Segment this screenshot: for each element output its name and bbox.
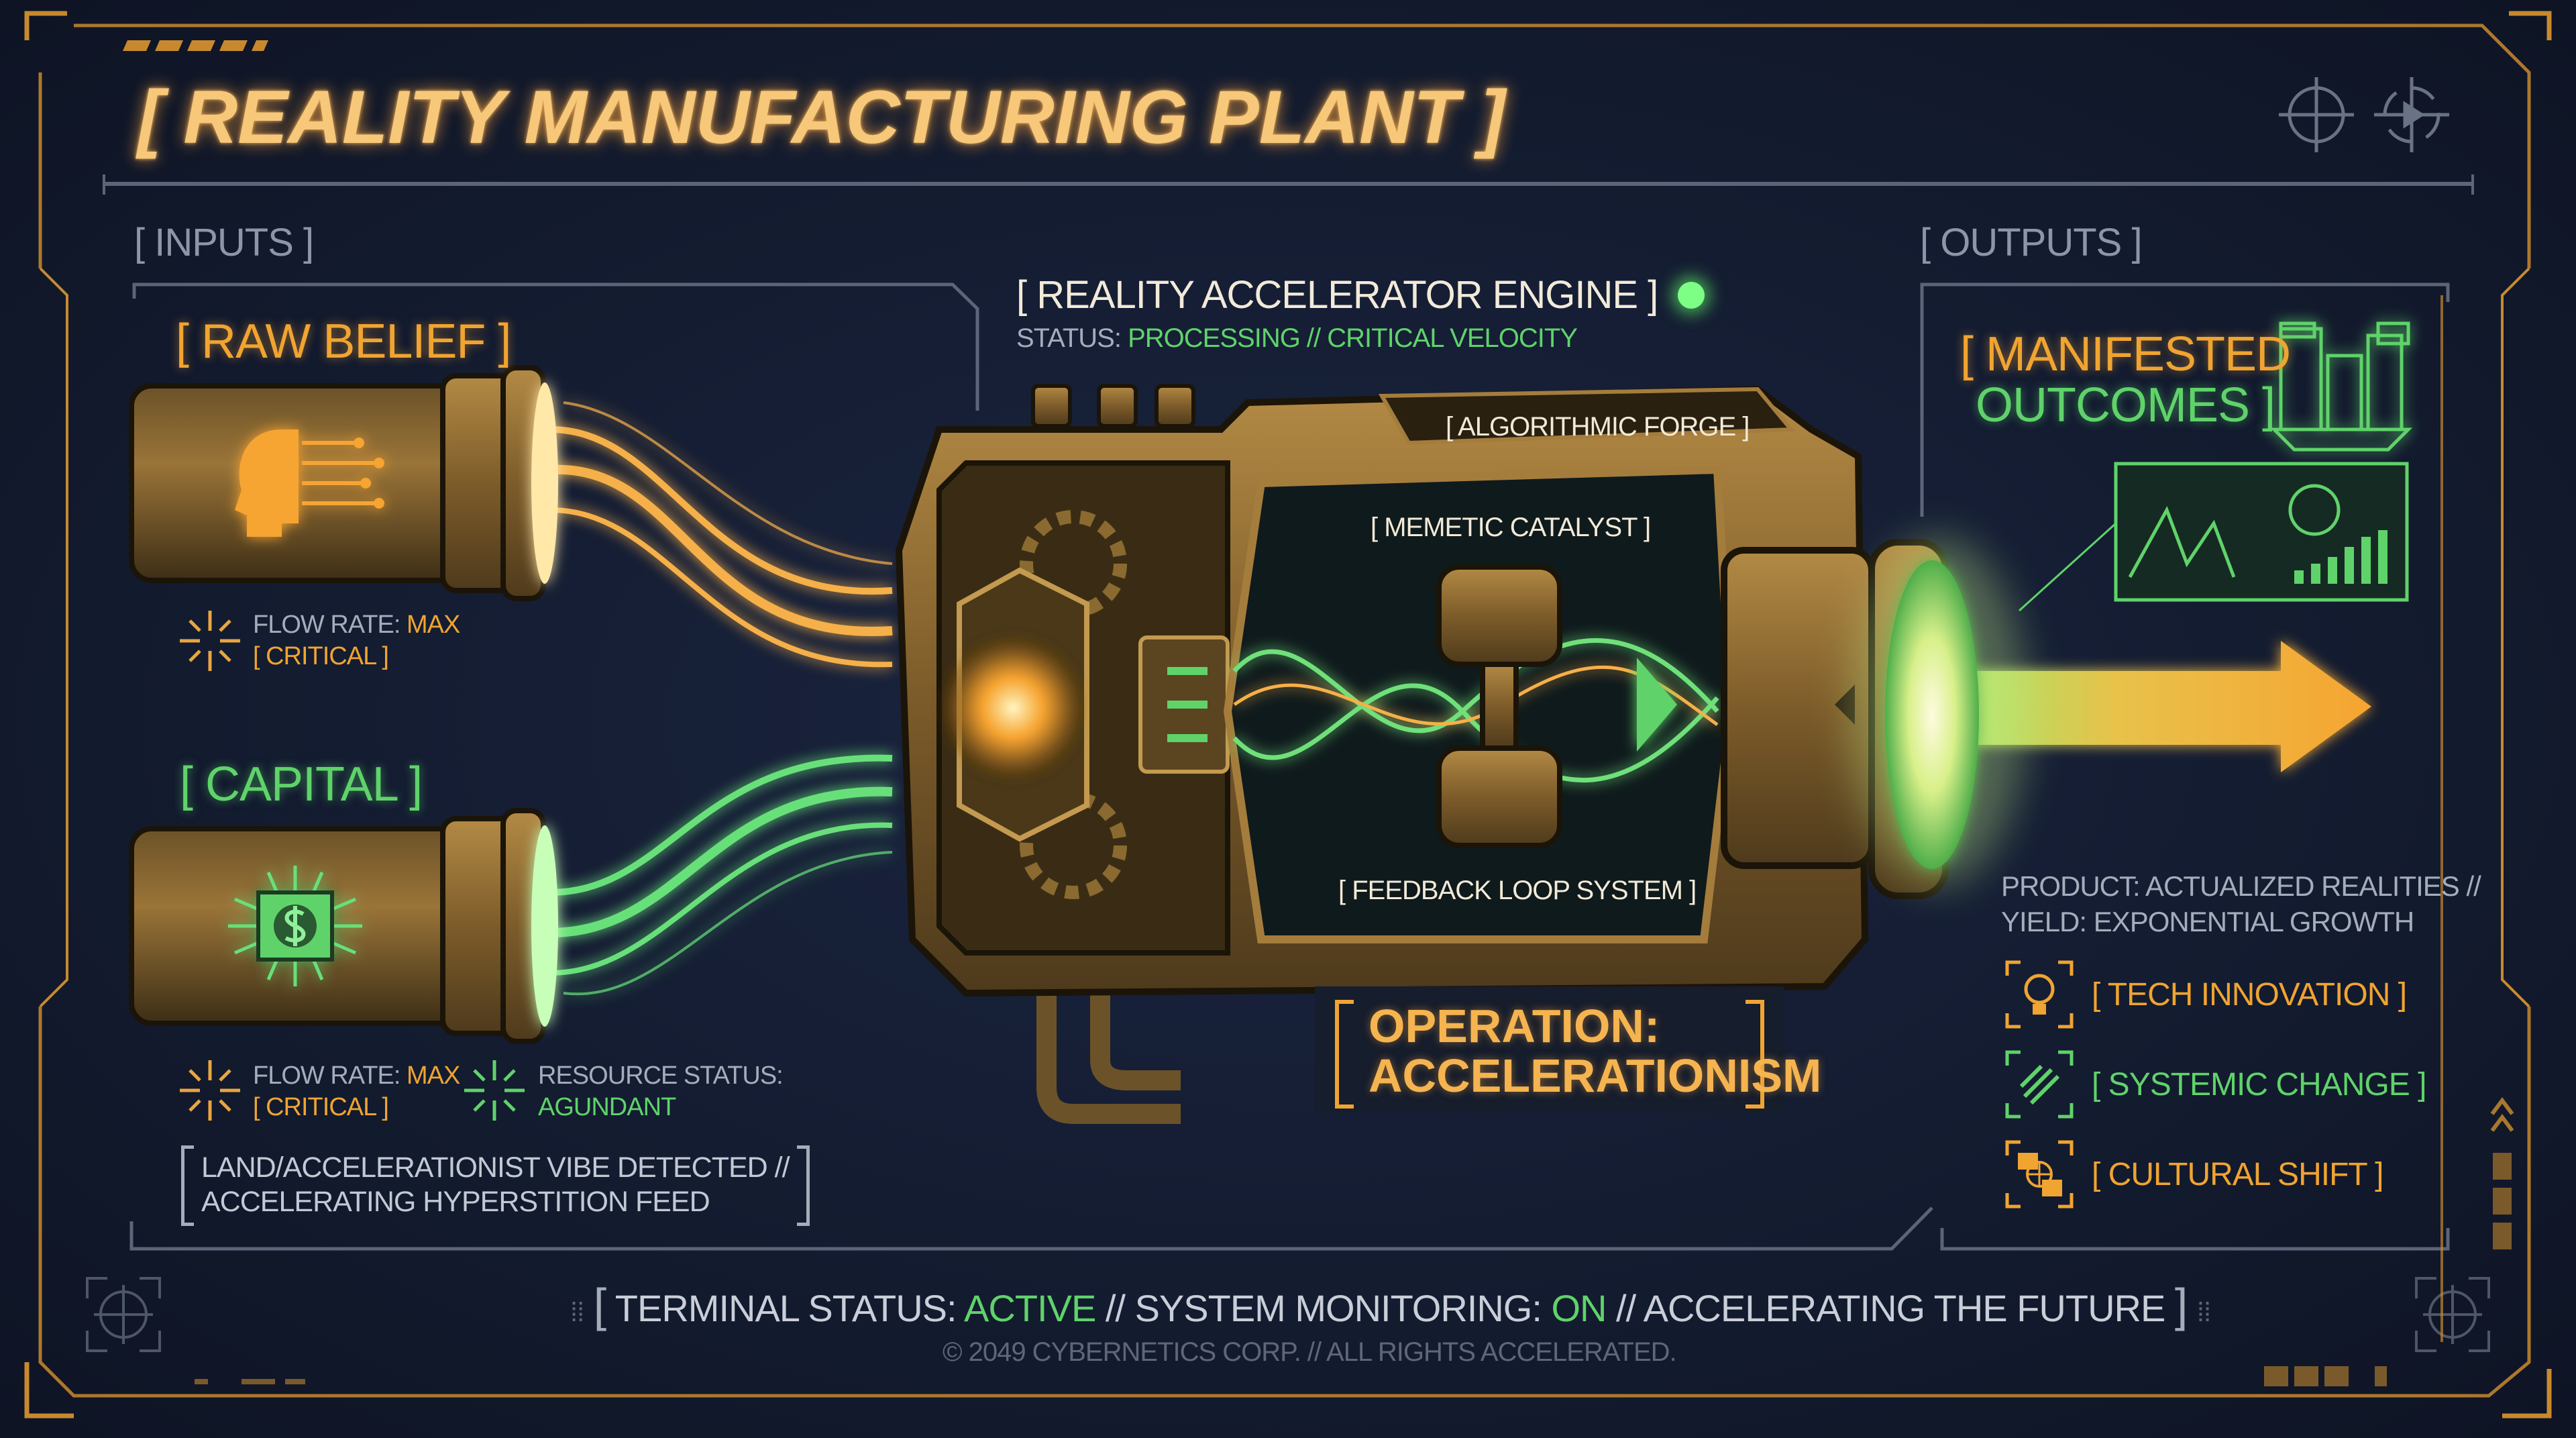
engine-core <box>939 634 1087 782</box>
side-indicators <box>195 1097 2514 1386</box>
engine-status-value: PROCESSING // CRITICAL VELOCITY <box>1128 323 1578 353</box>
resource-status: RESOURCE STATUS: AGUNDANT <box>538 1060 784 1123</box>
product-line2: YIELD: EXPONENTIAL GROWTH <box>2001 906 2414 937</box>
city-icon <box>2269 321 2413 452</box>
operation-line1: OPERATION: <box>1368 1000 1660 1052</box>
engine-bottom-pipes <box>1036 980 1181 1124</box>
output-item-cultural-shift: [ CULTURAL SHIFT ] <box>2004 1139 2384 1209</box>
capital-title: [ CAPITAL ] <box>180 758 423 811</box>
inputs-section-label: [ INPUTS ] <box>134 221 314 264</box>
bottom-right-crosshair-icon <box>2415 1277 2490 1352</box>
resource-status-label: RESOURCE STATUS: <box>538 1062 784 1090</box>
dots-left-icon: ⁞⁞ <box>570 1298 584 1327</box>
engine-cylinders <box>1436 564 1562 848</box>
flow-status: [ CRITICAL ] <box>253 642 389 670</box>
flow-rate-value: MAX <box>406 611 460 639</box>
terminal-status-bar: ⁞⁞ [ TERMINAL STATUS: ACTIVE // SYSTEM M… <box>570 1278 2211 1332</box>
dashboard-screen <box>2018 462 2409 612</box>
engine-knobs <box>1031 384 1195 428</box>
raw-belief-pipe <box>129 365 558 601</box>
outcomes-title-line2: OUTCOMES ] <box>1976 378 2275 432</box>
operation-line2: ACCELERATIONISM <box>1368 1049 1822 1102</box>
vibe-note-line2: ACCELERATING HYPERSTITION FEED <box>201 1186 710 1218</box>
flow-status: [ CRITICAL ] <box>253 1093 389 1121</box>
bracket-right: ] <box>2174 1279 2188 1331</box>
separator: // <box>1105 1287 1126 1329</box>
raw-belief-title: [ RAW BELIEF ] <box>176 315 511 368</box>
module-feedback-loop: [ FEEDBACK LOOP SYSTEM ] <box>1338 876 1697 905</box>
capital-flow-rate: FLOW RATE: MAX [ CRITICAL ] <box>253 1060 460 1123</box>
tagline: ACCELERATING THE FUTURE <box>1643 1287 2166 1329</box>
output-item-label: [ CULTURAL SHIFT ] <box>2092 1156 2384 1192</box>
resource-status-value: AGUNDANT <box>538 1093 676 1121</box>
output-item-label: [ SYSTEMIC CHANGE ] <box>2092 1066 2426 1102</box>
raw-belief-flow <box>549 401 893 668</box>
operation-text: OPERATION: ACCELERATIONISM <box>1368 1001 1821 1100</box>
monitoring-label: SYSTEM MONITORING: <box>1134 1287 1542 1329</box>
lightbulb-icon <box>2004 960 2074 1029</box>
outcomes-title-line1: [ MANIFESTED <box>1960 327 2291 381</box>
head-circuit-icon <box>235 429 384 537</box>
terminal-status-value: ACTIVE <box>964 1287 1096 1329</box>
outputs-panel-border <box>1920 283 2450 517</box>
output-lens <box>1885 560 1979 869</box>
output-item-tech-innovation: [ TECH INNOVATION ] <box>2004 960 2407 1029</box>
product-info: PRODUCT: ACTUALIZED REALITIES // YIELD: … <box>2001 868 2481 939</box>
operation-panel: OPERATION: ACCELERATIONISM <box>1315 986 1821 1114</box>
raw-belief-flow-rate: FLOW RATE: MAX [ CRITICAL ] <box>253 609 460 672</box>
flow-rate-label: FLOW RATE: <box>253 1062 400 1090</box>
capital-flow <box>549 754 893 996</box>
outer-frame <box>24 11 2552 1419</box>
bottom-left-crosshair-icon <box>86 1277 161 1352</box>
circuit-lines-icon <box>2004 1049 2074 1119</box>
manifested-outcomes-title: [ MANIFESTED OUTCOMES ] <box>1960 327 2291 432</box>
flow-crosshair-icon <box>180 611 240 671</box>
dots-right-icon: ⁞⁞ <box>2196 1298 2211 1327</box>
vibe-note-line1: LAND/ACCELERATIONIST VIBE DETECTED // <box>201 1151 790 1184</box>
module-memetic-catalyst: [ MEMETIC CATALYST ] <box>1371 513 1651 542</box>
copyright: © 2049 CYBERNETICS CORP. // ALL RIGHTS A… <box>943 1337 1677 1367</box>
module-algorithmic-forge: [ ALGORITHMIC FORGE ] <box>1446 412 1750 442</box>
engine-status-led <box>1678 281 1705 309</box>
target-play-icon <box>2374 77 2449 152</box>
bracket-left <box>1335 1000 1354 1109</box>
globe-icon <box>2004 1139 2074 1209</box>
engine-status-label: STATUS: <box>1016 323 1122 353</box>
flow-crosshair-icon-2 <box>180 1060 240 1121</box>
output-item-systemic-change: [ SYSTEMIC CHANGE ] <box>2004 1049 2426 1119</box>
terminal-status-label: TERMINAL STATUS: <box>614 1287 957 1329</box>
inputs-panel-border <box>132 283 979 411</box>
output-arrow <box>1851 537 2371 886</box>
separator: // <box>1616 1287 1636 1329</box>
resource-crosshair-icon <box>464 1060 525 1121</box>
engine-header: [ REALITY ACCELERATOR ENGINE ] <box>1016 272 1705 317</box>
monitoring-value: ON <box>1551 1287 1607 1329</box>
output-item-label: [ TECH INNOVATION ] <box>2092 976 2407 1013</box>
outputs-section-label: [ OUTPUTS ] <box>1920 221 2143 264</box>
engine-title: [ REALITY ACCELERATOR ENGINE ] <box>1016 273 1658 317</box>
bracket-left: [ <box>593 1279 606 1331</box>
page-title: [ REALITY MANUFACTURING PLANT ] <box>138 75 1505 159</box>
product-line1: PRODUCT: ACTUALIZED REALITIES // <box>2001 870 2481 902</box>
engine-status: STATUS: PROCESSING // CRITICAL VELOCITY <box>1016 323 1578 354</box>
reality-accelerator-engine <box>895 384 1949 1124</box>
engine-window <box>1223 465 1735 943</box>
crosshair-icon <box>2279 77 2354 152</box>
top-left-dashes <box>123 40 268 51</box>
vibe-note: LAND/ACCELERATIONIST VIBE DETECTED // AC… <box>181 1145 810 1226</box>
flow-rate-value: MAX <box>406 1062 460 1090</box>
bracket-right <box>1746 1000 1764 1109</box>
dollar-chip-icon <box>228 866 362 986</box>
flow-rate-label: FLOW RATE: <box>253 611 400 639</box>
